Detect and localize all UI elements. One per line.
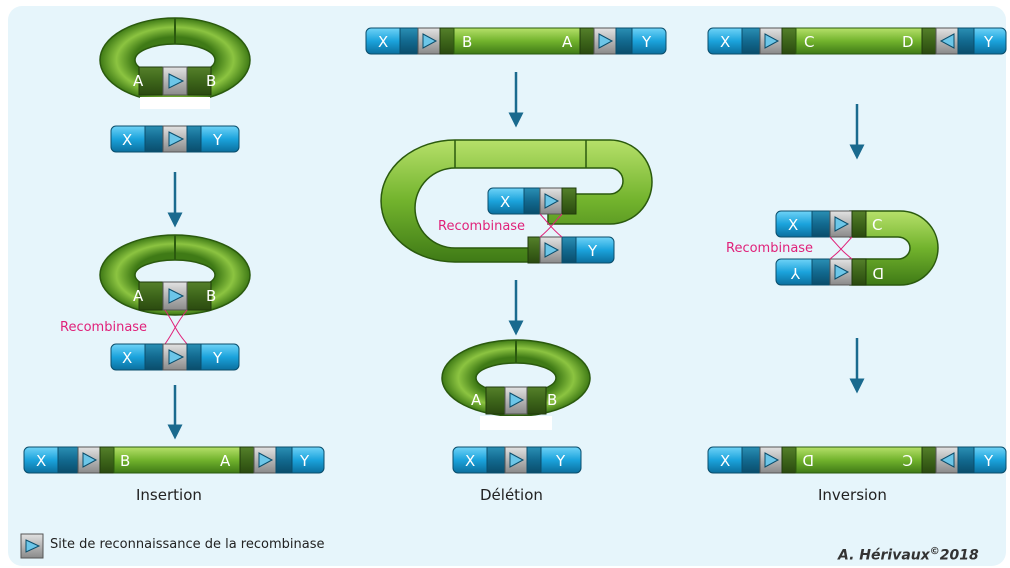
caption-insertion: Insertion (136, 486, 202, 504)
deletion-source-dna (365, 27, 667, 55)
inversion-u-loop-dna (849, 210, 939, 286)
label-y: Y (587, 242, 598, 260)
label-y: Y (212, 349, 223, 367)
label-x: X (500, 193, 510, 211)
label-b: B (547, 391, 557, 409)
label-y: Y (983, 452, 994, 470)
label-a: A (471, 391, 482, 409)
label-a: A (562, 33, 573, 51)
label-c: C (804, 33, 814, 51)
label-y: Y (641, 33, 652, 51)
recombinase-label: Recombinase (726, 241, 813, 256)
label-x: X (788, 216, 798, 234)
legend-site-icon (20, 533, 44, 559)
recombinase-crossover (829, 236, 853, 260)
label-a: A (133, 72, 144, 90)
inversion-source-dna (707, 27, 1007, 55)
insertion-target-dna-top (110, 125, 240, 153)
label-d: D (902, 33, 914, 51)
label-b: B (462, 33, 472, 51)
label-a: A (220, 452, 231, 470)
label-d-flipped: D (872, 264, 884, 282)
label-y: Y (212, 131, 223, 149)
inversion-result-dna (707, 446, 1007, 474)
recombinase-label: Recombinase (438, 219, 525, 234)
label-y: Y (983, 33, 994, 51)
recombinase-crossover (164, 309, 188, 345)
label-c-mirrored: C (903, 452, 913, 470)
legend-site-label: Site de reconnaissance de la recombinase (50, 537, 325, 552)
label-b: B (206, 72, 216, 90)
recombinase-label: Recombinase (60, 320, 147, 335)
label-x: X (36, 452, 46, 470)
label-y-flipped: Y (790, 264, 801, 282)
label-y: Y (555, 452, 566, 470)
author-name: A. Hérivaux (838, 547, 930, 564)
label-x: X (122, 349, 132, 367)
copyright-symbol: © (929, 546, 940, 557)
insertion-target-dna-middle (110, 343, 240, 371)
label-a: A (133, 287, 144, 305)
author-credit: A. Hérivaux©2018 (838, 546, 979, 564)
label-x: X (465, 452, 475, 470)
deletion-loop-site-top (487, 187, 577, 215)
inversion-loop-site-bottom (775, 258, 867, 286)
label-y: Y (299, 452, 310, 470)
recombinase-crossover (539, 213, 563, 238)
author-year: 2018 (939, 547, 979, 564)
inversion-loop-site-top (775, 210, 867, 238)
label-x: X (122, 131, 132, 149)
label-d-mirrored: D (802, 452, 814, 470)
deletion-result-dna (452, 446, 582, 474)
insertion-plasmid-middle (99, 234, 251, 316)
insertion-result-dna (23, 446, 325, 474)
caption-deletion: Délétion (480, 486, 543, 504)
deletion-excised-ring (441, 339, 591, 430)
insertion-plasmid-top (99, 17, 251, 109)
label-b: B (120, 452, 130, 470)
label-x: X (720, 452, 730, 470)
label-x: X (378, 33, 388, 51)
label-c: C (872, 216, 882, 234)
label-b: B (206, 287, 216, 305)
deletion-looped-dna (380, 139, 653, 263)
label-x: X (720, 33, 730, 51)
deletion-loop-site-bottom (527, 236, 615, 264)
caption-inversion: Inversion (818, 486, 887, 504)
